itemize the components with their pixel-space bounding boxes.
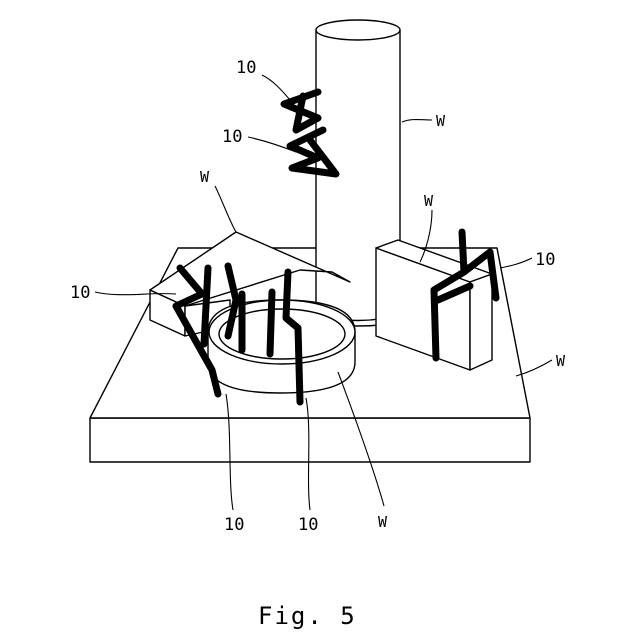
label-wire-bottom-left: 10 xyxy=(224,515,244,535)
label-work-wedge: W xyxy=(200,168,210,186)
label-wire-top-upper: 10 xyxy=(236,58,256,78)
wire-left-loop xyxy=(204,268,208,344)
label-work-base: W xyxy=(556,352,566,370)
label-work-block: W xyxy=(424,192,434,210)
figure-caption: Fig. 5 xyxy=(258,602,357,630)
label-work-ring: W xyxy=(378,513,388,531)
label-wire-left: 10 xyxy=(70,283,90,303)
wire-center-left xyxy=(270,292,272,354)
label-work-pillar: W xyxy=(436,112,446,130)
wire-top-upper xyxy=(284,92,318,130)
label-wire-top-lower: 10 xyxy=(222,127,242,147)
label-wire-bottom-mid: 10 xyxy=(298,515,318,535)
label-wire-right: 10 xyxy=(535,250,555,270)
